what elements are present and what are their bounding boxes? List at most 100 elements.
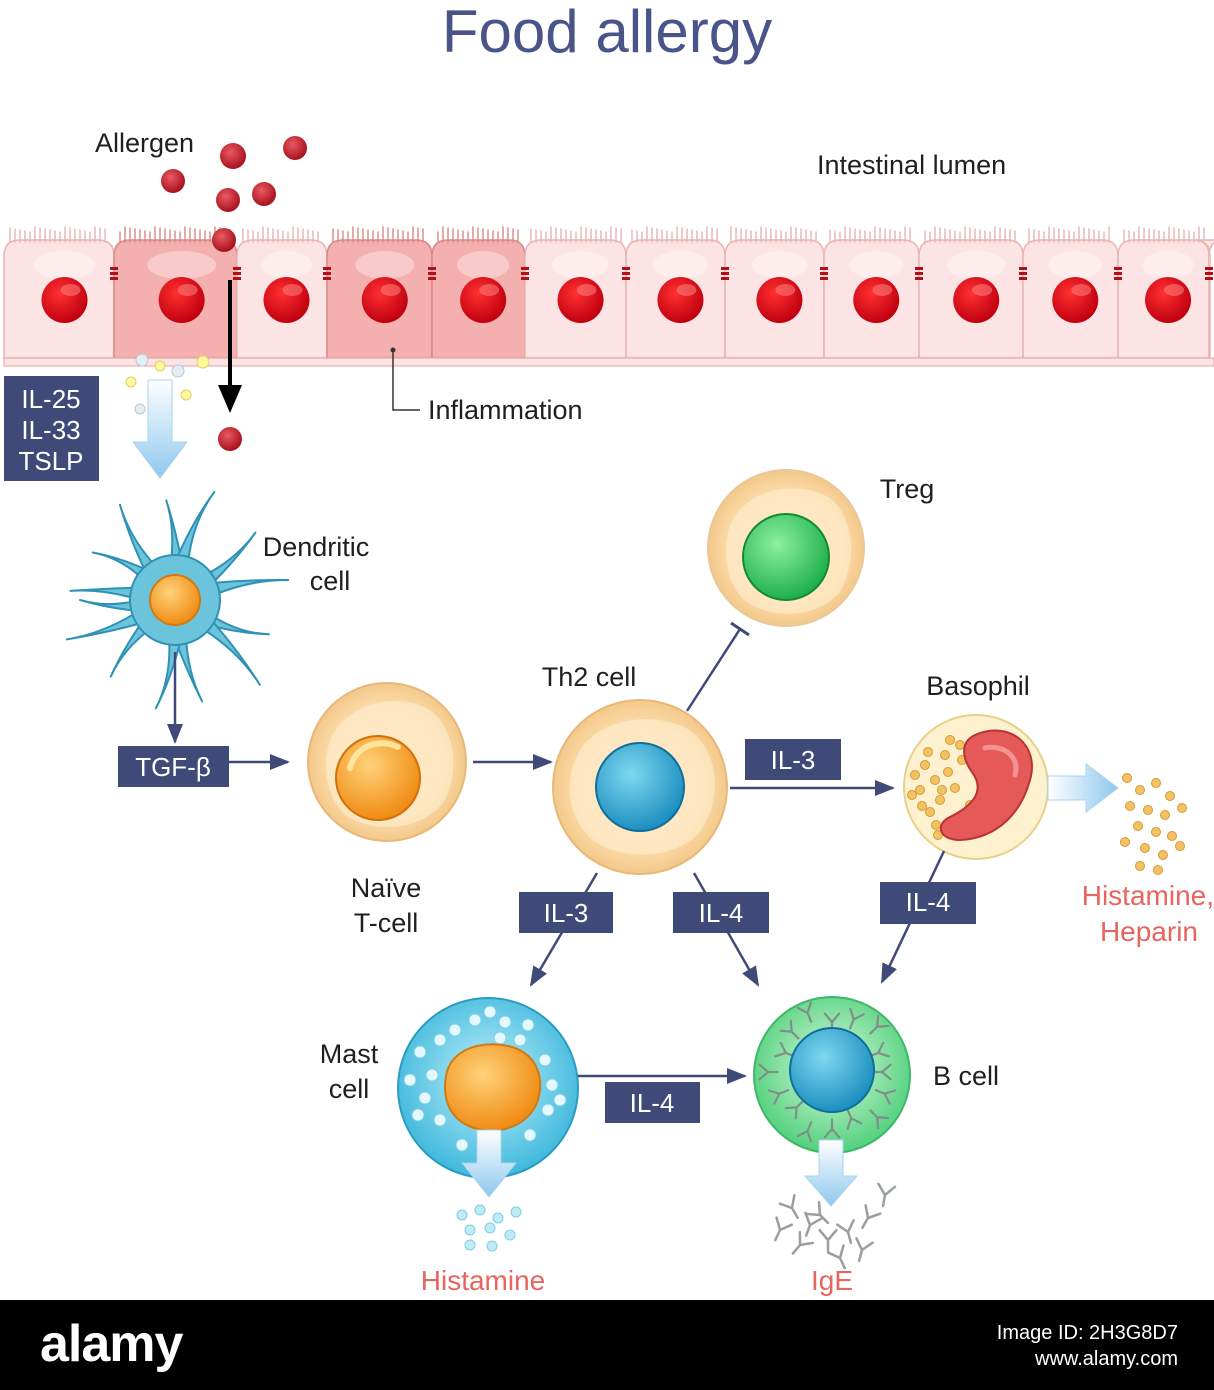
tight-junction: [521, 267, 529, 270]
inflamed-epithelial-cell: [431, 226, 526, 359]
granule: [425, 1068, 439, 1082]
granule: [433, 1033, 447, 1047]
antibody: [823, 1118, 841, 1139]
th2-inhibits-treg-line: [685, 628, 742, 712]
antibody: [849, 1007, 865, 1030]
histamine-label: Histamine: [421, 1265, 545, 1296]
stock-site-text: www.alamy.com: [1035, 1348, 1178, 1370]
granule: [545, 1078, 559, 1092]
inflammation-label: Inflammation: [428, 395, 583, 425]
allergen-entry-arrowhead: [218, 385, 242, 413]
tight-junction: [521, 272, 529, 275]
granule: [483, 1005, 497, 1019]
il3-mast-box: [519, 892, 613, 933]
epithelial-cell: [236, 226, 328, 359]
tight-junction: [622, 272, 630, 275]
allergen-particle: [218, 427, 242, 451]
image-id-text: Image ID: 2H3G8D7: [996, 1322, 1178, 1344]
tight-junction: [110, 272, 118, 275]
tight-junction: [1205, 272, 1213, 275]
tight-junction: [233, 267, 241, 270]
epithelial-cell: [918, 226, 1024, 359]
il4-basophil-label: IL-4: [906, 887, 951, 917]
dendritic-cell: [65, 490, 290, 710]
stock-watermark-bar: alamy Image ID: 2H3G8D7 www.alamy.com: [0, 1300, 1214, 1390]
granule: [1143, 805, 1153, 815]
tight-junction: [323, 272, 331, 275]
cell-nucleus: [853, 277, 900, 323]
cell-nucleus: [953, 277, 1000, 323]
granule: [917, 801, 927, 811]
granule: [1120, 837, 1130, 847]
ige-label: IgE: [811, 1265, 853, 1296]
antibody: [796, 1001, 813, 1023]
antibody: [869, 1014, 890, 1035]
mast-cell-label: Mast: [320, 1039, 379, 1069]
bcell-release-arrow: [803, 1139, 859, 1207]
tight-junction: [323, 277, 331, 280]
b-cell: [753, 996, 911, 1154]
epithelial-cell: [823, 226, 920, 359]
tight-junction: [428, 277, 436, 280]
histamine-granule: [486, 1240, 498, 1252]
antibody: [877, 1182, 897, 1208]
cytokine-dot: [134, 403, 146, 415]
tight-junction: [1114, 277, 1122, 280]
cell-nucleus: [1052, 277, 1099, 323]
tight-junction: [1019, 277, 1027, 280]
granule: [411, 1108, 425, 1122]
granule: [910, 770, 920, 780]
naive-t-cell: [307, 682, 467, 842]
antibody: [778, 1194, 799, 1219]
stock-image-id: Image ID: 2H3G8D7 www.alamy.com: [997, 1320, 1178, 1372]
cytokine-dot: [196, 355, 210, 369]
antibody: [784, 1099, 805, 1120]
histamine-granule: [510, 1206, 522, 1218]
tight-junction: [915, 267, 923, 270]
cytokine-release-arrow: [132, 379, 188, 479]
tight-junction: [110, 267, 118, 270]
tight-junction: [1205, 267, 1213, 270]
histamine-heparin-label: Histamine,: [1082, 880, 1214, 911]
histamine-granules: [456, 1204, 522, 1252]
granule: [920, 760, 930, 770]
granule: [521, 1018, 535, 1032]
cell-nucleus: [361, 277, 408, 323]
allergen-particles: [161, 136, 307, 451]
cytokine-dot: [135, 353, 149, 367]
granule: [403, 1073, 417, 1087]
tight-junction: [622, 267, 630, 270]
tight-junction: [622, 277, 630, 280]
tight-junction: [1114, 272, 1122, 275]
allergen-particle: [212, 228, 236, 252]
epithelial-cell: [625, 226, 726, 359]
inflammation-pointer: [390, 347, 396, 353]
il4-th2-label: IL-4: [699, 898, 744, 928]
histamine-granule: [504, 1229, 516, 1241]
granule: [931, 820, 941, 830]
granule: [1165, 791, 1175, 801]
granule: [1167, 831, 1177, 841]
granule: [455, 1138, 469, 1152]
granule: [925, 807, 935, 817]
tight-junction: [428, 267, 436, 270]
histamine-heparin-label: Heparin: [1100, 916, 1198, 947]
granule: [538, 1053, 552, 1067]
cell-nucleus: [41, 277, 88, 323]
allergen-particle: [216, 188, 240, 212]
tight-junction: [233, 277, 241, 280]
tight-junction: [820, 272, 828, 275]
granule: [1151, 827, 1161, 837]
cell-nucleus: [263, 277, 310, 323]
granule: [907, 790, 917, 800]
basement-membrane: [3, 357, 1214, 367]
antibody: [818, 1228, 838, 1253]
granule: [493, 1031, 507, 1045]
th2-cell-label: Th2 cell: [542, 662, 637, 692]
antibody: [779, 1019, 800, 1040]
cytokine-dot: [154, 360, 166, 372]
granule: [1158, 850, 1168, 860]
il3-basophil-label: IL-3: [771, 745, 816, 775]
antibody: [805, 1200, 830, 1225]
epithelial-cell: [1022, 226, 1119, 359]
